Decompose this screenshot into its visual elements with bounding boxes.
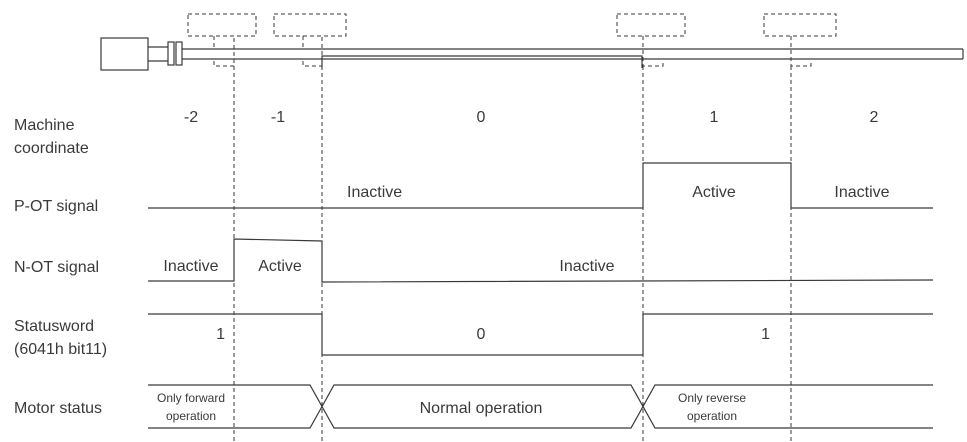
motor-reverse-only-line2: operation (687, 409, 737, 423)
coupling-right (175, 41, 183, 66)
coordinate-value: 0 (477, 109, 486, 126)
statusword-label-2: (6041h bit11) (14, 341, 107, 358)
dog-2 (302, 36, 323, 67)
n-ot-inactive-right: Inactive (559, 258, 614, 275)
motor-status-label: Motor status (14, 400, 102, 417)
coordinate-value: -2 (184, 109, 198, 126)
p-ot-waveform (148, 162, 933, 209)
p-ot-signal-label: P-OT signal (14, 198, 98, 215)
motor-normal-operation: Normal operation (420, 400, 543, 417)
motor-forward-only-line1: Only forward (157, 391, 225, 405)
p-ot-inactive-left: Inactive (347, 184, 402, 201)
motor-reverse-only-line1: Only reverse (678, 391, 746, 405)
n-ot-waveform (148, 238, 934, 283)
sensor-box-4 (763, 13, 837, 37)
dog-3 (642, 36, 664, 67)
coordinate-value: -1 (271, 109, 285, 126)
statusword-value-right: 1 (761, 326, 770, 343)
coordinate-values: -2 -1 0 1 2 (184, 109, 879, 126)
statusword-value-middle: 0 (477, 326, 486, 343)
table-slider (321, 55, 643, 68)
statusword-value-left: 1 (216, 326, 225, 343)
coordinate-value: 2 (870, 109, 879, 126)
n-ot-signal-label: N-OT signal (14, 259, 99, 276)
p-ot-inactive-right: Inactive (834, 184, 889, 201)
motor-status-bus-top (148, 384, 933, 429)
p-ot-active: Active (692, 184, 736, 201)
machine-coordinate-label-2: coordinate (14, 140, 89, 157)
statusword-label-1: Statusword (14, 318, 94, 335)
dog-4 (790, 36, 812, 67)
mechanism-illustration (100, 13, 964, 71)
n-ot-inactive-left: Inactive (163, 258, 218, 275)
statusword-waveform (148, 313, 933, 356)
motor-body (100, 37, 149, 71)
motor-forward-only-line2: operation (166, 409, 216, 423)
sensor-box-3 (616, 13, 686, 37)
sensor-box-2 (273, 13, 347, 37)
machine-coordinate-label-1: Machine (14, 117, 75, 134)
motor-status-bus-bottom (148, 384, 933, 429)
coordinate-value: 1 (710, 109, 719, 126)
coupling-left (167, 41, 175, 66)
sensor-box-1 (187, 13, 257, 37)
dog-1 (213, 36, 235, 67)
n-ot-active: Active (258, 258, 302, 275)
